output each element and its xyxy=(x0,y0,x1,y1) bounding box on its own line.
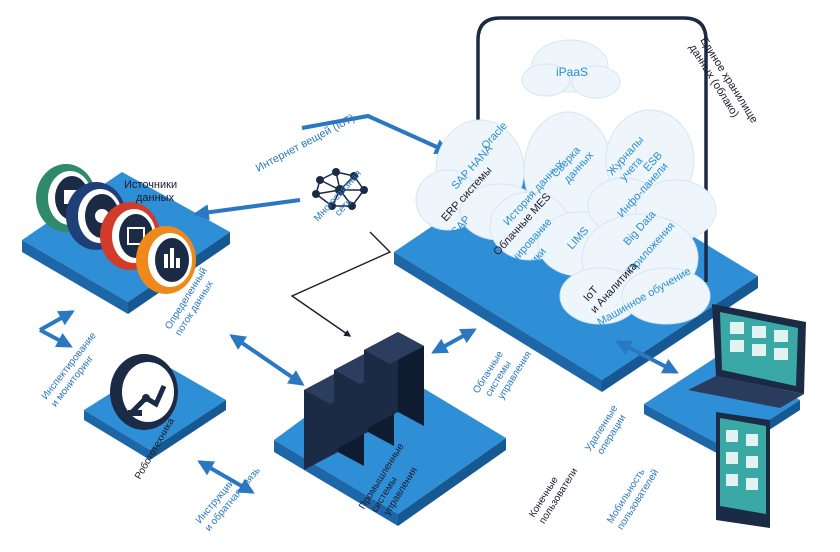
flows-arrow xyxy=(229,334,305,386)
remote-arrow xyxy=(615,340,679,374)
cloud-ipaas xyxy=(521,39,621,99)
label-ipaas: iPaaS xyxy=(556,65,588,79)
mesh-to-industrial-line xyxy=(290,231,392,337)
source-disc-orange xyxy=(136,226,196,294)
ipaas-loop xyxy=(476,16,708,282)
data-source-discs xyxy=(36,164,196,294)
label-iot-internet: Интернет вещей (IoT) xyxy=(254,112,357,174)
inspect-arrow xyxy=(39,310,75,332)
server-rack-icon xyxy=(304,332,424,470)
instructions-arrow xyxy=(197,460,255,494)
robot-disc xyxy=(110,354,178,430)
mesh-to-sources-arrow xyxy=(192,198,301,221)
phone-icon xyxy=(716,412,770,528)
mesh-network-icon xyxy=(312,168,368,210)
cloud-cluster xyxy=(415,39,717,325)
cloud-mid xyxy=(489,111,623,277)
cloud-bottom xyxy=(559,213,711,325)
laptop-icon xyxy=(688,304,806,408)
iot-arrow xyxy=(301,113,451,155)
connectors xyxy=(39,16,708,494)
cloud-control-arrow xyxy=(431,328,477,354)
label-sources-1: Источники xyxy=(124,179,177,191)
server-3 xyxy=(364,332,424,430)
label-sources-2: данных xyxy=(136,192,175,204)
